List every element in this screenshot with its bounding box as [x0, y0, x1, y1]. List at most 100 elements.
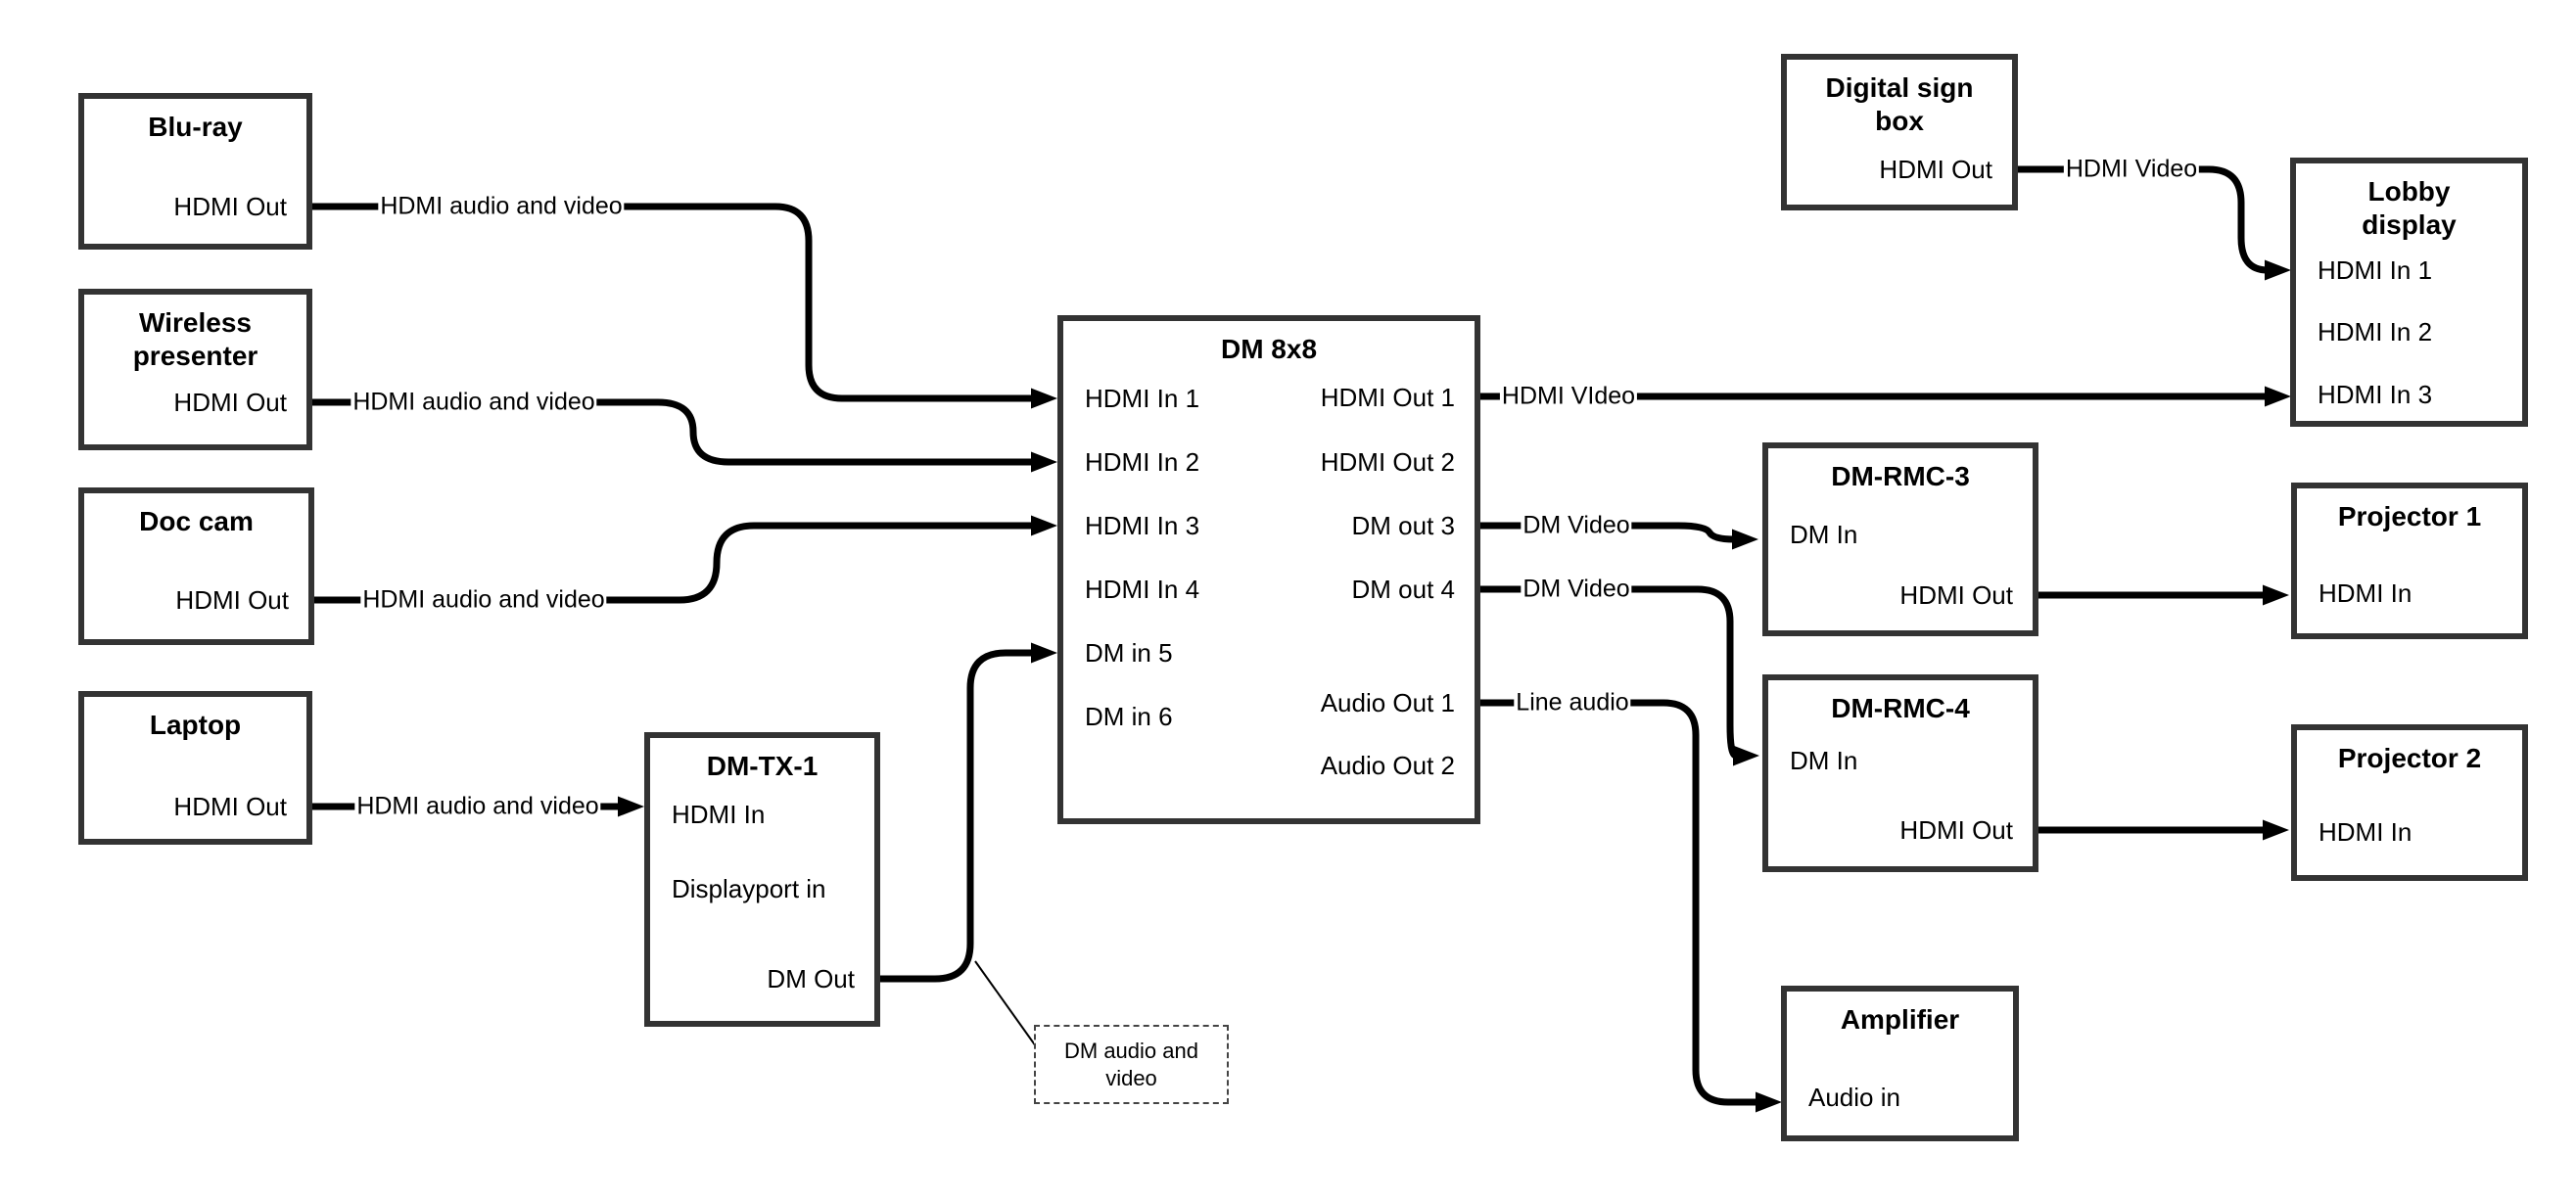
node-dm-rmc-4: DM-RMC-4 DM In HDMI Out — [1762, 674, 2038, 872]
node-title: Projector 2 — [2297, 730, 2522, 775]
wire-dm-out-4-to-rmc-4 — [1629, 585, 1738, 760]
node-title-line: Doc cam — [139, 506, 254, 536]
node-title-line: Laptop — [149, 710, 242, 740]
port-label: Audio Out 2 — [1320, 751, 1455, 780]
port-label: DM in 5 — [1085, 638, 1173, 668]
note-text-line: video — [1105, 1065, 1157, 1090]
port-label: HDMI Out — [1899, 815, 2013, 845]
port-label: DM in 6 — [1085, 702, 1173, 731]
node-title: Blu-ray — [84, 99, 306, 144]
note-text-line: DM audio and — [1064, 1038, 1198, 1063]
port-label: HDMI In 3 — [2318, 380, 2433, 409]
node-title-line: Projector 2 — [2337, 743, 2482, 773]
port-label: HDMI In — [2318, 578, 2412, 608]
port-label: HDMI Out 2 — [1320, 447, 1455, 477]
port-label: HDMI Out — [175, 585, 289, 615]
wire-label-wireless-to-hdmi-in-2: HDMI audio and video — [351, 388, 597, 416]
node-projector-1: Projector 1 HDMI In — [2291, 483, 2528, 639]
node-title: DM-TX-1 — [650, 738, 874, 783]
wire-label-dm-out-3-to-rmc-3: DM Video — [1521, 511, 1632, 539]
wire-bluray-to-hdmi-in-1 — [621, 203, 1032, 402]
arrowhead-icon — [1733, 745, 1759, 766]
wire-label-hdmi-out-1-to-lobby: HDMI VIdeo — [1499, 382, 1638, 410]
arrowhead-icon — [1031, 388, 1057, 409]
arrowhead-icon — [1031, 451, 1057, 473]
wire-dm-out-3-to-rmc-3 — [1629, 522, 1735, 543]
node-title: DM-RMC-4 — [1768, 680, 2033, 725]
port-label: HDMI In 2 — [2318, 317, 2433, 346]
port-label: HDMI Out — [1899, 580, 2013, 610]
port-label: Audio in — [1808, 1083, 1900, 1112]
wire-label-dm-out-4-to-rmc-4: DM Video — [1521, 575, 1632, 603]
port-label: HDMI In 1 — [1085, 384, 1200, 413]
port-label: HDMI Out — [173, 388, 287, 417]
port-label: HDMI In — [2318, 817, 2412, 847]
port-label: HDMI In 3 — [1085, 511, 1200, 540]
wire-wireless-to-hdmi-in-2 — [593, 398, 1032, 466]
port-label: HDMI Out 1 — [1320, 383, 1455, 412]
port-label: HDMI In 2 — [1085, 447, 1200, 477]
arrowhead-icon — [1756, 1091, 1782, 1113]
node-title-line: DM-RMC-4 — [1831, 693, 1970, 723]
node-title: Laptop — [84, 697, 306, 742]
node-title: Projector 1 — [2297, 488, 2522, 533]
port-label: Audio Out 1 — [1320, 688, 1455, 717]
arrowhead-icon — [2265, 386, 2291, 407]
port-label: HDMI In 1 — [2318, 255, 2433, 285]
port-label: DM out 3 — [1351, 511, 1456, 540]
wire-audio-out-1-to-amp — [1627, 699, 1756, 1106]
arrowhead-icon — [618, 796, 644, 817]
node-title-line: Amplifier — [1840, 1004, 1960, 1035]
port-label: HDMI In 4 — [1085, 575, 1200, 604]
node-title-line: presenter — [132, 341, 258, 371]
arrowhead-icon — [1031, 515, 1057, 536]
port-label: Displayport in — [672, 874, 826, 903]
port-label: DM In — [1790, 520, 1858, 549]
node-title-line: DM-TX-1 — [706, 751, 819, 781]
wire-label-doccam-to-hdmi-in-3: HDMI audio and video — [360, 585, 607, 614]
arrowhead-icon — [1031, 642, 1057, 664]
node-title-line: Blu-ray — [148, 112, 243, 142]
node-title-line: box — [1875, 106, 1924, 136]
wire-label-audio-out-1-to-amp: Line audio — [1514, 688, 1631, 716]
node-title: Amplifier — [1787, 992, 2013, 1037]
wire-dm-tx-1-to-dm-in-5 — [880, 649, 1032, 983]
node-title: Doc cam — [84, 493, 308, 538]
arrowhead-icon — [2263, 584, 2289, 606]
port-label: HDMI In — [672, 800, 766, 829]
wire-label-sign-to-lobby: HDMI Video — [2063, 155, 2200, 183]
port-label: DM Out — [767, 964, 855, 993]
node-dm-rmc-3: DM-RMC-3 DM In HDMI Out — [1762, 442, 2038, 636]
node-title-line: Projector 1 — [2337, 501, 2482, 531]
node-title-line: DM 8x8 — [1220, 334, 1318, 364]
node-title-line: Lobby — [2367, 176, 2451, 207]
node-title-line: DM-RMC-3 — [1831, 461, 1970, 491]
wire-label-laptop-to-dm-tx-1: HDMI audio and video — [354, 792, 601, 820]
node-title: DM-RMC-3 — [1768, 448, 2033, 493]
node-title-line: Digital sign — [1825, 72, 1974, 103]
wire-label-bluray-to-hdmi-in-1: HDMI audio and video — [378, 192, 625, 220]
arrowhead-icon — [1732, 529, 1758, 550]
port-label: HDMI Out — [1879, 155, 1992, 184]
wire-sign-to-lobby — [2198, 165, 2269, 274]
port-label: HDMI Out — [173, 792, 287, 821]
note-leader-line — [974, 960, 1037, 1047]
port-label: HDMI Out — [173, 192, 287, 221]
port-label: DM In — [1790, 746, 1858, 775]
node-title-line: Wireless — [139, 307, 252, 338]
